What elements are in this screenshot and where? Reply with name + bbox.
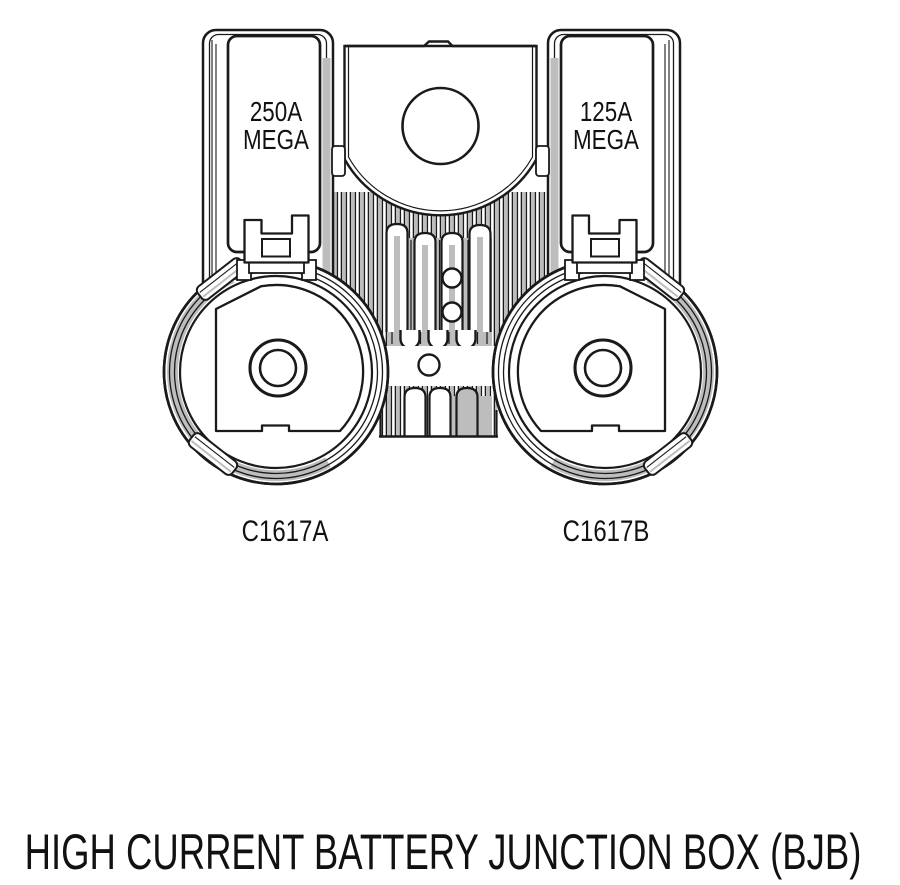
left-connector-label: C1617A <box>242 513 329 547</box>
rib-arches-lower <box>403 386 479 436</box>
left-connector <box>162 257 390 486</box>
left-connector-lower-tab <box>187 432 239 476</box>
right-fuse-rating-label: 125A <box>580 97 632 128</box>
diagram-title: HIGH CURRENT BATTERY JUNCTION BOX (BJB) <box>25 824 862 880</box>
plate-hole-lower <box>441 301 463 323</box>
left-fuse-rating-label: 250A <box>250 97 302 128</box>
right-connector <box>491 257 719 486</box>
rib-caps <box>399 330 477 350</box>
left-fuse: 250A MEGA <box>201 28 346 302</box>
top-edge <box>345 40 536 48</box>
center-body <box>332 40 548 438</box>
right-connector-lower-tab <box>642 432 694 476</box>
right-connector-label: C1617B <box>563 513 650 547</box>
left-fuse-clip <box>236 214 317 281</box>
right-connector-upper-tab <box>634 257 686 301</box>
plate-hole-upper <box>441 267 463 289</box>
strip-hole <box>417 353 441 377</box>
right-fuse-type-label: MEGA <box>573 125 639 156</box>
left-fuse-type-label: MEGA <box>243 125 309 156</box>
center-hole <box>401 86 480 166</box>
right-fuse-clip <box>564 214 645 281</box>
